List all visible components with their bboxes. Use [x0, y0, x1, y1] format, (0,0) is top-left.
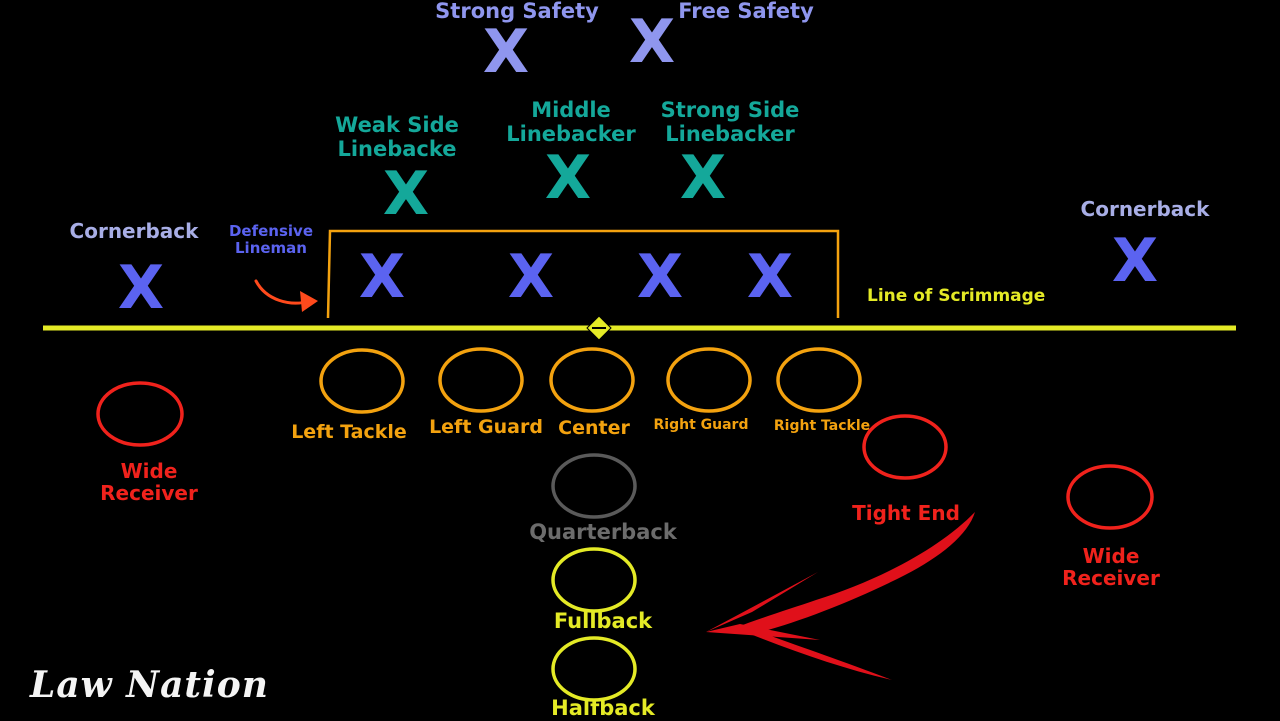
halfback-circle	[551, 636, 637, 702]
lineman-pointer-head	[300, 291, 318, 312]
strong-safety-marker: X	[483, 17, 529, 87]
left-tackle-label: Left Tackle	[291, 421, 407, 443]
wide-receiver-left-circle	[96, 381, 184, 447]
cornerback-right-marker: X	[1112, 226, 1158, 296]
weak-side-linebacker-marker: X	[383, 159, 429, 229]
defensive-line-bracket	[326, 229, 840, 319]
cornerback-left-label: Cornerback	[69, 219, 199, 243]
wide-receiver-right-circle	[1066, 464, 1154, 530]
right-guard-label: Right Guard	[653, 417, 749, 433]
tight-end-label: Tight End	[852, 501, 960, 525]
line-of-scrimmage-label: Line of Scrimmage	[867, 286, 1046, 306]
left-tackle-circle	[319, 348, 405, 414]
middle-linebacker-marker: X	[545, 143, 591, 213]
right-guard-circle	[666, 347, 752, 413]
cornerback-left-marker: X	[118, 253, 164, 323]
tight-end-circle	[862, 414, 948, 480]
cornerback-right-label: Cornerback	[1080, 197, 1210, 221]
right-tackle-circle	[776, 347, 862, 413]
fullback-label: Fullback	[553, 609, 653, 633]
quarterback-circle	[551, 453, 637, 519]
defensive-lineman-2-marker: X	[508, 242, 554, 312]
brand-watermark: Law Nation	[30, 664, 269, 706]
fullback-circle	[551, 547, 637, 613]
halfback-pointer-arrow	[735, 512, 975, 680]
free-safety-label: Free Safety	[678, 0, 814, 23]
strong-safety-label: Strong Safety	[435, 0, 599, 23]
center-circle	[549, 347, 635, 413]
halfback-pointer-arrow-tip-lower	[706, 624, 820, 640]
defensive-lineman-1-marker: X	[359, 242, 405, 312]
quarterback-label: Quarterback	[529, 520, 677, 544]
left-guard-label: Left Guard	[429, 416, 543, 438]
halfback-label: Halfback	[551, 696, 655, 720]
defensive-lineman-4-marker: X	[747, 242, 793, 312]
left-guard-circle	[438, 347, 524, 413]
right-tackle-label: Right Tackle	[773, 418, 871, 434]
defensive-lineman-3-marker: X	[637, 242, 683, 312]
free-safety-marker: X	[629, 7, 675, 77]
halfback-pointer-arrow-tip-upper	[706, 572, 818, 632]
strong-side-linebacker-marker: X	[680, 143, 726, 213]
center-label: Center	[558, 417, 630, 439]
